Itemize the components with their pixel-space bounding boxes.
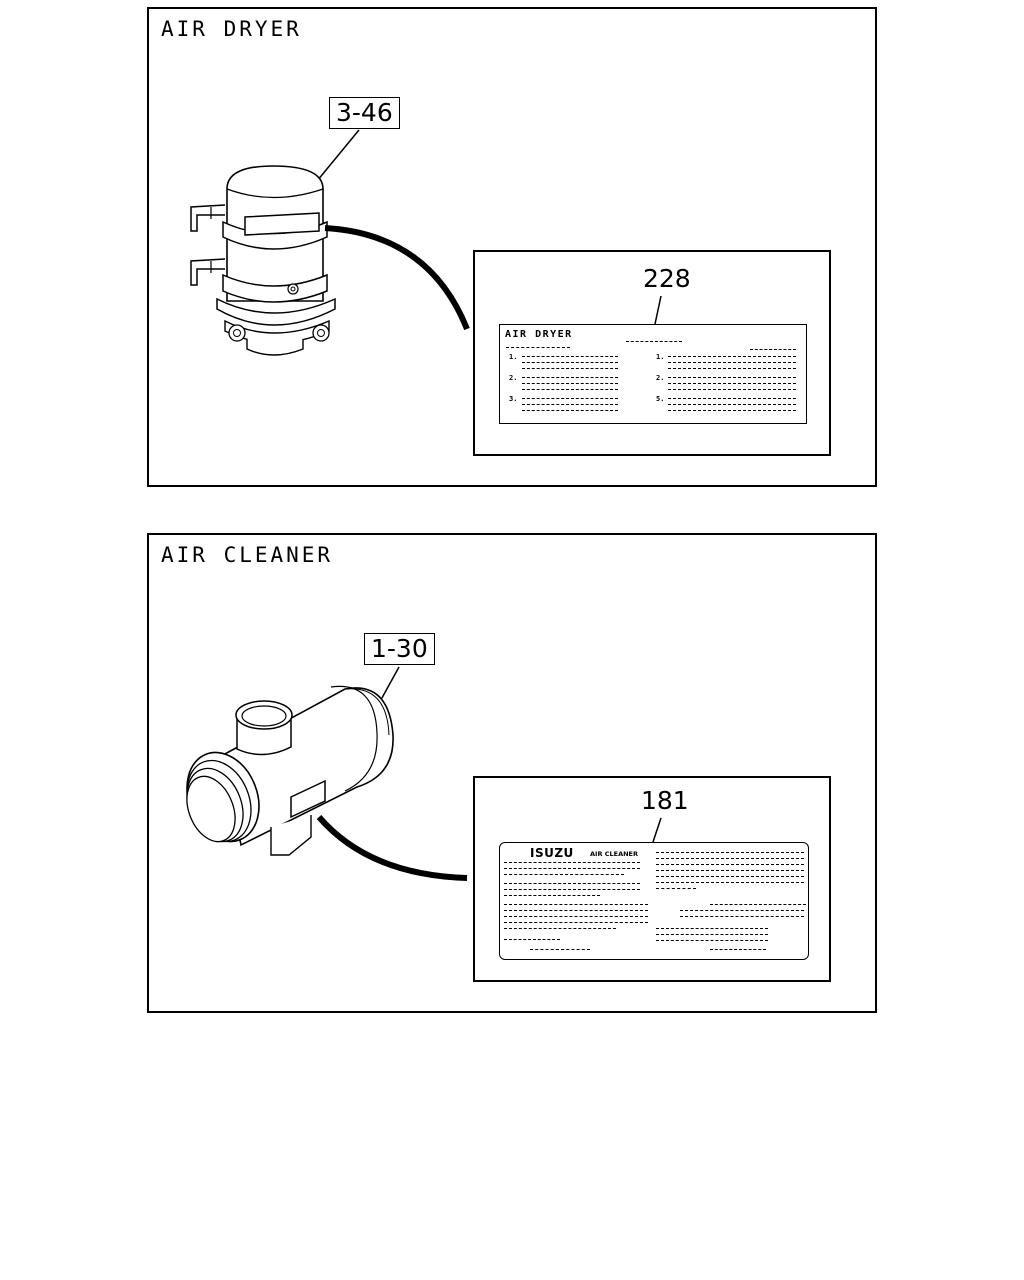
label-line: [504, 910, 648, 911]
label-line: [668, 410, 796, 411]
air-dryer-label-ref[interactable]: 228: [643, 264, 691, 293]
label-line: [656, 870, 804, 871]
label-line: [504, 874, 624, 875]
label-line: [656, 876, 804, 877]
air-dryer-drawing: [190, 129, 470, 356]
label-line: [504, 862, 640, 863]
air-dryer-label-inset: 228 AIR DRYER 1. 2. 3. 1. 2. 5.: [473, 250, 831, 456]
label-line: [668, 404, 796, 405]
air-cleaner-label-title: AIR CLEANER: [590, 850, 638, 858]
label-line: [522, 368, 618, 369]
label-line: [656, 934, 768, 935]
label-line: [668, 398, 796, 399]
air-dryer-label-title: AIR DRYER: [505, 329, 573, 340]
air-cleaner-part-ref[interactable]: 1-30: [364, 633, 435, 665]
label-line: [710, 904, 806, 905]
air-dryer-panel: AIR DRYER 3-46 228: [147, 7, 877, 487]
label-line: [668, 362, 796, 363]
label-line: [504, 895, 600, 896]
label-line: [668, 368, 796, 369]
label-line: [504, 939, 560, 940]
label-line: [656, 882, 804, 883]
label-line: [522, 410, 618, 411]
label-line: [656, 888, 696, 889]
air-cleaner-panel: AIR CLEANER 1-30 181 ISUZU AIR CLEANER: [147, 533, 877, 1013]
label-line: [522, 383, 618, 384]
label-line: [656, 864, 804, 865]
air-dryer-title: AIR DRYER: [161, 17, 302, 41]
isuzu-logo: ISUZU: [530, 846, 574, 860]
label-line: [626, 341, 682, 342]
label-row-number: 3.: [509, 395, 518, 403]
label-line: [504, 883, 640, 884]
label-line: [656, 940, 768, 941]
label-line: [668, 389, 796, 390]
label-row-number: 5.: [656, 395, 665, 403]
label-line: [522, 377, 618, 378]
air-cleaner-title: AIR CLEANER: [161, 543, 334, 567]
air-dryer-part-ref[interactable]: 3-46: [329, 97, 400, 129]
air-cleaner-label-ref[interactable]: 181: [641, 786, 689, 815]
label-line: [656, 858, 804, 859]
label-line: [522, 389, 618, 390]
label-row-number: 1.: [656, 353, 665, 361]
label-line: [522, 404, 618, 405]
label-line: [656, 852, 804, 853]
air-cleaner-drawing: [186, 666, 468, 881]
label-line: [522, 362, 618, 363]
label-line: [680, 910, 804, 911]
air-dryer-label-plate: AIR DRYER 1. 2. 3. 1. 2. 5.: [499, 324, 807, 424]
label-line: [504, 868, 640, 869]
label-line: [504, 916, 648, 917]
label-line: [504, 922, 648, 923]
label-row-number: 1.: [509, 353, 518, 361]
label-line: [680, 916, 804, 917]
label-line: [668, 356, 796, 357]
label-line: [668, 383, 796, 384]
label-line: [506, 347, 570, 348]
label-row-number: 2.: [656, 374, 665, 382]
label-line: [504, 889, 640, 890]
label-line: [504, 928, 616, 929]
label-line: [656, 928, 768, 929]
air-cleaner-label-inset: 181 ISUZU AIR CLEANER: [473, 776, 831, 982]
label-line: [710, 949, 766, 950]
label-row-number: 2.: [509, 374, 518, 382]
label-line: [522, 398, 618, 399]
label-line: [504, 904, 648, 905]
label-line: [750, 349, 796, 350]
label-line: [530, 949, 590, 950]
label-line: [522, 356, 618, 357]
label-line: [668, 377, 796, 378]
air-cleaner-label-plate: ISUZU AIR CLEANER: [499, 842, 809, 960]
